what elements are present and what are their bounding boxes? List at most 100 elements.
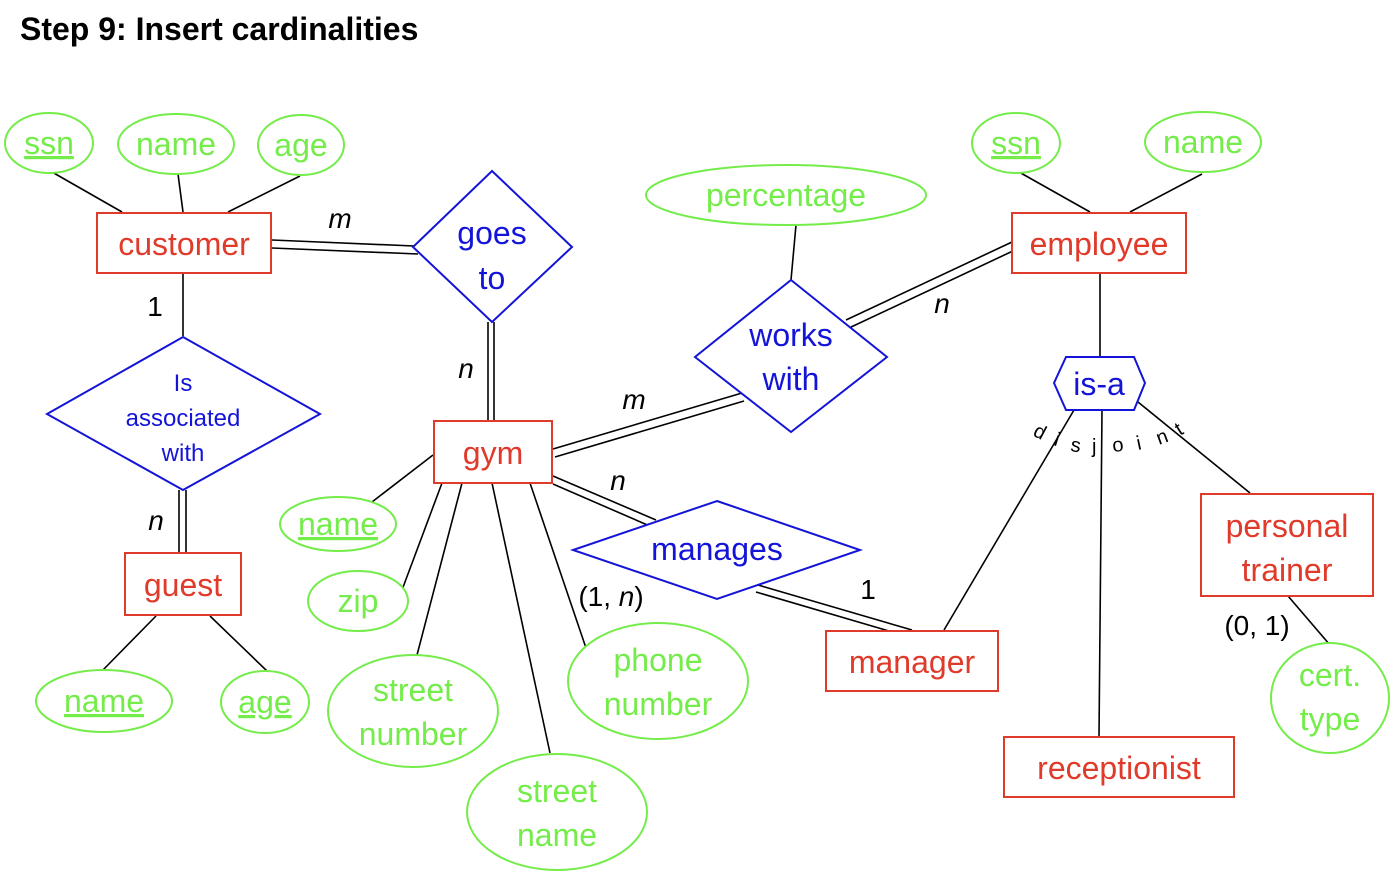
entity-employee[interactable]: employee [1011, 212, 1187, 274]
attribute-cert-type-line2: type [1300, 701, 1360, 737]
edge-gym-name [371, 454, 434, 503]
relationship-is-associated-with[interactable]: Is associated with [44, 335, 323, 492]
attribute-street-number-line1: street [373, 672, 453, 708]
attribute-zip[interactable]: zip [307, 570, 409, 632]
edge-guest-age [209, 615, 268, 672]
edges [51, 171, 1331, 754]
attribute-street-name-line1: street [517, 773, 597, 809]
edge-gym-works-with-a [552, 392, 743, 450]
attribute-gym-name-label: name [298, 506, 378, 542]
edge-is-a-manager [943, 409, 1075, 631]
attribute-street-name[interactable]: street name [466, 753, 648, 871]
edge-gym-phone-number [529, 482, 587, 649]
attribute-guest-age[interactable]: age [220, 670, 310, 734]
disjoint-letter-5: o [1111, 434, 1124, 457]
entity-receptionist[interactable]: receptionist [1003, 736, 1235, 798]
entity-manager[interactable]: manager [825, 630, 999, 692]
attribute-zip-label: zip [338, 583, 379, 619]
attribute-employee-name-label: name [1163, 124, 1243, 160]
entity-gym[interactable]: gym [433, 420, 553, 484]
edge-gym-street-number [416, 482, 463, 656]
entity-guest[interactable]: guest [124, 552, 242, 616]
attribute-street-number[interactable]: street number [327, 654, 499, 768]
attribute-customer-name[interactable]: name [117, 113, 235, 175]
edge-gym-zip [401, 482, 443, 591]
attribute-guest-age-label: age [238, 684, 291, 720]
edge-gym-manages-a [552, 475, 657, 521]
edge-customer-goes-to-a [271, 239, 415, 247]
edge-customer-goes-to-b [271, 247, 419, 255]
entity-customer[interactable]: customer [96, 212, 272, 274]
card-cert-type: (0, 1) [1224, 610, 1289, 641]
entity-employee-label: employee [1030, 226, 1169, 262]
entity-guest-label: guest [144, 567, 222, 603]
attribute-cert-type-line1: cert. [1299, 657, 1361, 693]
attribute-percentage-label: percentage [706, 177, 866, 213]
edge-gym-street-name [491, 482, 551, 754]
relationship-is-associated-with-line1: Is [174, 370, 193, 397]
relationship-goes-to-line1: goes [457, 215, 526, 251]
card-gym-manages: n [610, 465, 626, 496]
entity-personal-trainer-line2: trainer [1242, 552, 1333, 588]
relationship-goes-to[interactable]: goes to [411, 169, 574, 324]
attribute-customer-name-label: name [136, 126, 216, 162]
edge-guest-name [101, 615, 157, 672]
attribute-phone-number-line2: number [604, 686, 713, 722]
edge-gym-manages-b [552, 483, 653, 528]
relationship-works-with[interactable]: works with [693, 278, 889, 434]
attribute-phone-number-line1: phone [614, 642, 703, 678]
attribute-gym-name[interactable]: name [279, 496, 397, 552]
relationship-works-with-line2: with [762, 361, 820, 397]
entity-receptionist-label: receptionist [1037, 750, 1201, 786]
page-title: Step 9: Insert cardinalities [20, 11, 418, 47]
attribute-customer-age-label: age [274, 127, 327, 163]
entity-manager-label: manager [849, 644, 976, 680]
edge-is-a-personal-trainer [1137, 401, 1251, 494]
edge-is-a-receptionist [1098, 409, 1103, 737]
disjoint-label: d i s j o i n t [1030, 418, 1188, 458]
attribute-guest-name-label: name [64, 683, 144, 719]
edge-manages-manager-a [757, 584, 913, 631]
card-gym-goes-to: n [458, 353, 474, 384]
card-customer-goes-to: m [328, 203, 351, 234]
edge-customer-ssn [51, 171, 123, 213]
card-employee-works-with: n [934, 288, 950, 319]
relationship-is-a[interactable]: is-a [1052, 356, 1147, 411]
attribute-percentage[interactable]: percentage [645, 164, 927, 226]
relationship-is-associated-with-line3: with [161, 440, 205, 467]
relationship-is-a-label: is-a [1073, 366, 1125, 402]
card-gym-works-with: m [622, 384, 645, 415]
card-manager-manages: 1 [860, 574, 876, 605]
edge-customer-age [227, 175, 301, 213]
disjoint-letter-8: t [1171, 418, 1188, 440]
disjoint-letter-4: j [1091, 436, 1096, 458]
attribute-street-number-line2: number [359, 716, 468, 752]
attribute-customer-ssn-label: ssn [24, 125, 74, 161]
attribute-cert-type[interactable]: cert. type [1270, 642, 1390, 754]
edge-employee-name [1129, 173, 1203, 213]
disjoint-letter-1: d [1030, 420, 1050, 445]
card-guest-associated: n [148, 505, 164, 536]
entity-customer-label: customer [118, 226, 250, 262]
edge-gym-works-with-b [554, 400, 745, 458]
attribute-customer-ssn[interactable]: ssn [4, 112, 94, 174]
attribute-employee-name[interactable]: name [1144, 111, 1262, 173]
card-phone-number-text: (1, n) [578, 581, 643, 612]
relationship-manages-label: manages [651, 531, 783, 567]
attribute-employee-ssn[interactable]: ssn [971, 112, 1061, 174]
edge-employee-ssn [1018, 171, 1091, 213]
edge-works-with-employee-a [845, 241, 1013, 321]
attribute-phone-number[interactable]: phone number [567, 622, 749, 740]
attribute-guest-name[interactable]: name [35, 669, 173, 733]
relationship-manages[interactable]: manages [569, 499, 864, 601]
entity-gym-label: gym [463, 435, 523, 471]
relationship-is-associated-with-line2: associated [126, 405, 241, 432]
disjoint-letter-6: i [1134, 432, 1143, 454]
edge-trainer-cert-type [1287, 595, 1331, 646]
edge-manages-manager-b [755, 591, 907, 637]
entity-personal-trainer[interactable]: personal trainer [1200, 493, 1374, 597]
disjoint-letter-7: n [1153, 425, 1171, 449]
attribute-customer-age[interactable]: age [257, 114, 345, 176]
relationship-works-with-line1: works [748, 317, 833, 353]
